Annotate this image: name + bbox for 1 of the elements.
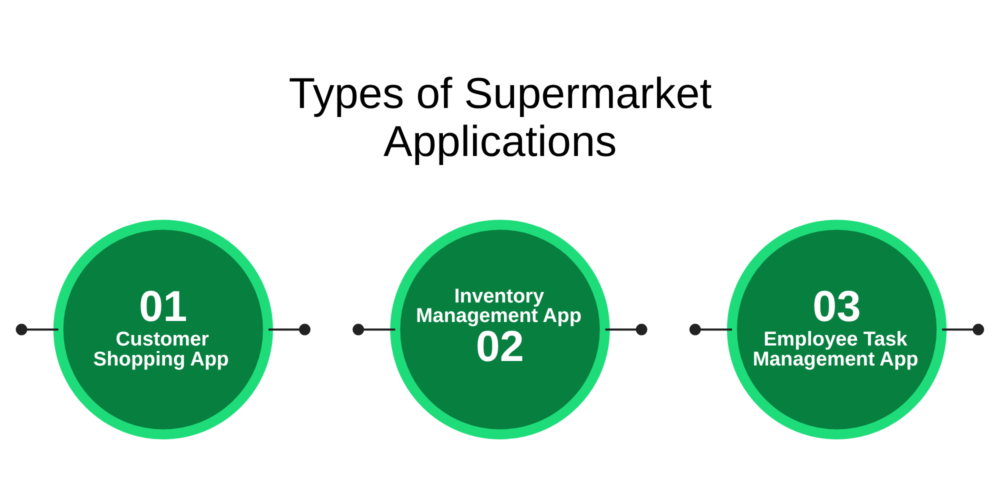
diagram-title: Types of Supermarket Applications	[288, 69, 712, 166]
